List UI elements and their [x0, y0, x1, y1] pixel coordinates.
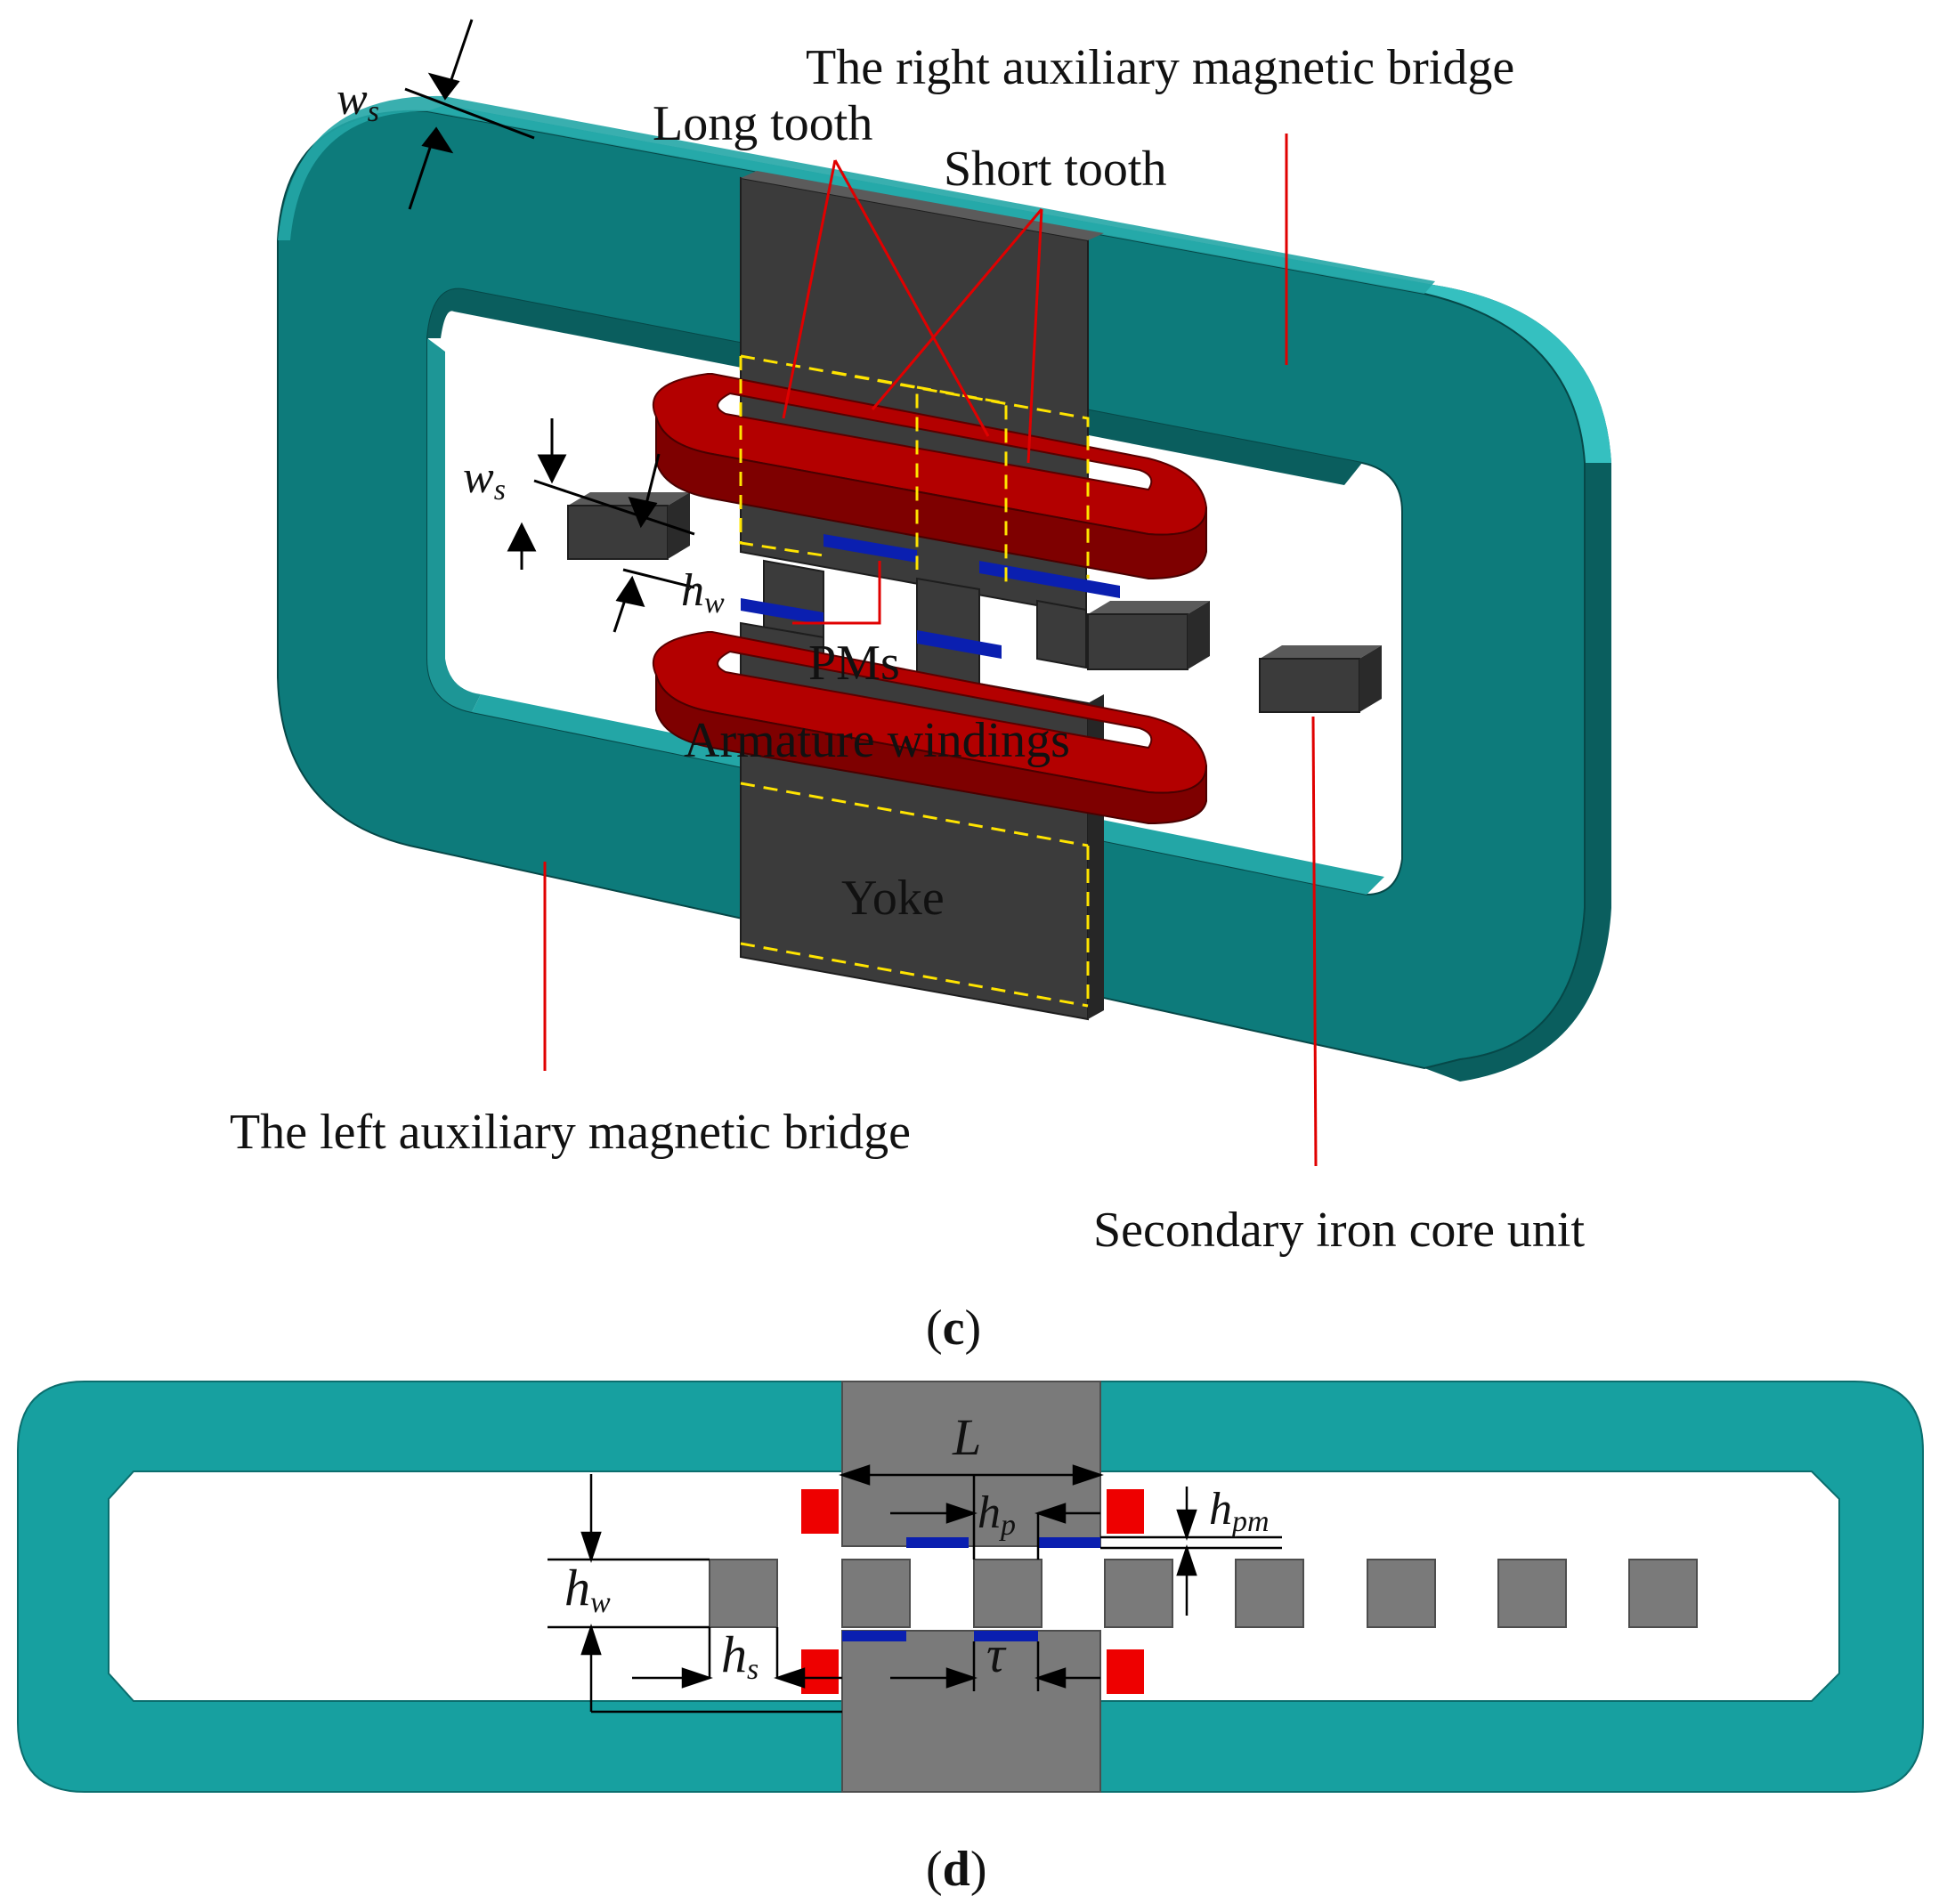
dashed-outlines: [739, 354, 1090, 1008]
label-left-bridge: The left auxiliary magnetic bridge: [230, 1105, 911, 1160]
figure-d: L hp hpm hw hs τ (d): [17, 1381, 1924, 1897]
winding-upper: [652, 373, 1208, 580]
window-inner-left: [427, 338, 481, 712]
label-yoke: Yoke: [841, 871, 945, 926]
label-long-tooth: Long tooth: [653, 96, 872, 151]
caption-d: (d): [926, 1842, 986, 1897]
caption-c: (c): [926, 1300, 981, 1356]
dim-hw-c: hw: [681, 565, 725, 620]
dim-L: L: [952, 1408, 981, 1466]
secondary-core-block-2: [1087, 601, 1210, 670]
label-armature-windings: Armature windings: [684, 713, 1070, 768]
dim-tau: τ: [986, 1625, 1007, 1683]
dim-hp: hp: [978, 1487, 1016, 1542]
winding-lower: [652, 631, 1208, 825]
pms-section: [842, 1537, 1100, 1641]
coil-squares: [801, 1489, 1144, 1694]
dim-ws-small: ws: [463, 452, 506, 506]
dim-hpm: hpm: [1209, 1484, 1270, 1538]
stator-section-bottom: [841, 1630, 1101, 1793]
secondary-core-blocks: [567, 492, 1382, 713]
dimension-arrows-c: [404, 19, 695, 633]
secondary-core-row: [709, 1559, 1698, 1628]
bridge-top-bevel: [278, 95, 1435, 294]
secondary-core-block-3: [1259, 645, 1382, 713]
figure-c: The right auxiliary magnetic bridge Long…: [230, 19, 1611, 1356]
label-short-tooth: Short tooth: [944, 142, 1166, 197]
label-right-bridge: The right auxiliary magnetic bridge: [806, 40, 1514, 95]
pms-upper: [823, 534, 1120, 598]
leader-lines: [543, 134, 1318, 1167]
label-secondary-core: Secondary iron core unit: [1093, 1203, 1585, 1258]
pms-lower: [741, 598, 1002, 659]
dimension-lines-d: [548, 1464, 1282, 1714]
label-pms: PMs: [808, 636, 900, 691]
dim-hw-d: hw: [564, 1559, 611, 1619]
dim-hs: hs: [721, 1625, 759, 1686]
dim-ws-top: ws: [337, 74, 379, 128]
